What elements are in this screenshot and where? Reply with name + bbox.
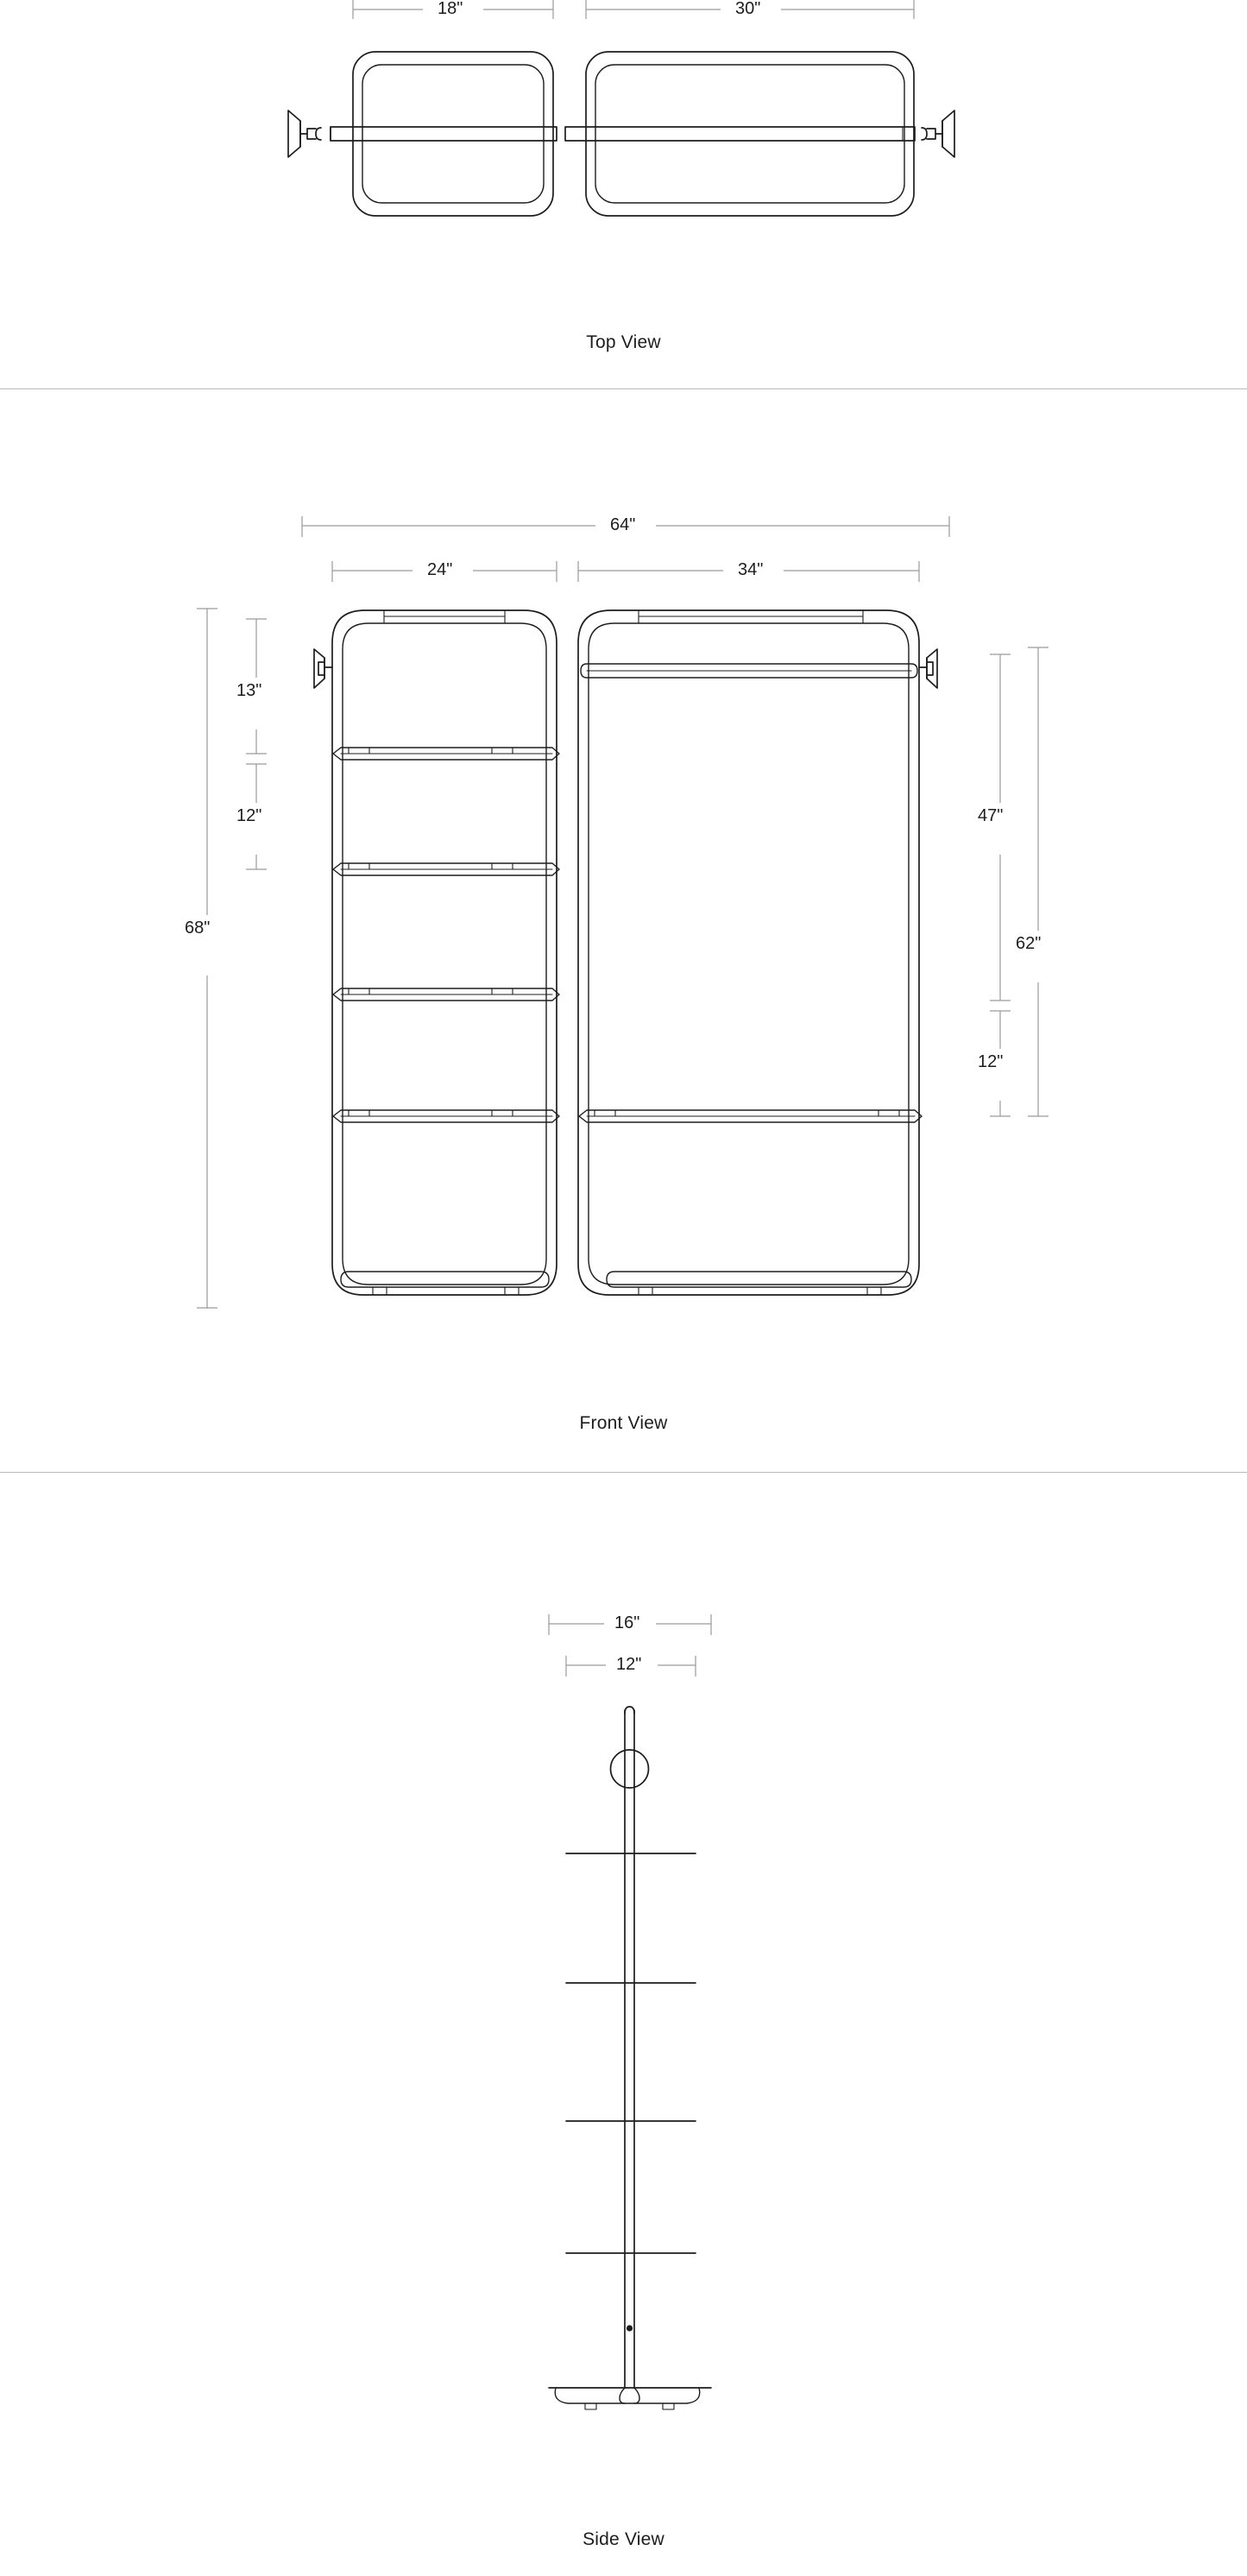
dimension-label-front-top-shelf-gap: 13"	[236, 678, 262, 704]
side-view-linework	[548, 1706, 712, 2410]
dimension-label-front-left-bay-width: 24"	[421, 561, 459, 578]
top-view-linework	[287, 51, 955, 217]
view-caption-top: Top View	[586, 332, 661, 352]
view-caption-side: Side View	[583, 2529, 664, 2549]
section-divider-top-front	[0, 388, 1247, 389]
view-caption-front: Front View	[579, 1413, 668, 1433]
dimension-label-top-right-width: 30"	[729, 0, 767, 17]
dimension-label-top-left-width: 18"	[431, 0, 469, 17]
dimension-label-front-hang-height: 47"	[978, 803, 1004, 829]
dimension-label-front-right-bay-width: 34"	[732, 561, 770, 578]
section-divider-front-side	[0, 1472, 1247, 1473]
dimension-label-front-overall-width: 64"	[604, 516, 642, 534]
front-view-linework	[313, 609, 938, 1296]
dimension-label-front-overall-height: 68"	[185, 915, 211, 941]
left-bay-shelves	[332, 747, 560, 1123]
dimension-label-front-interior-height: 62"	[1016, 931, 1042, 957]
dimension-label-side-shelf-depth: 12"	[610, 1656, 648, 1673]
dimension-label-front-shelf-spacing: 12"	[236, 803, 262, 829]
dimension-label-front-lower-bay-height: 12"	[978, 1049, 1004, 1075]
front-view-dimension-lines	[197, 516, 1049, 1309]
dimension-label-side-outer-depth: 16"	[608, 1614, 646, 1632]
